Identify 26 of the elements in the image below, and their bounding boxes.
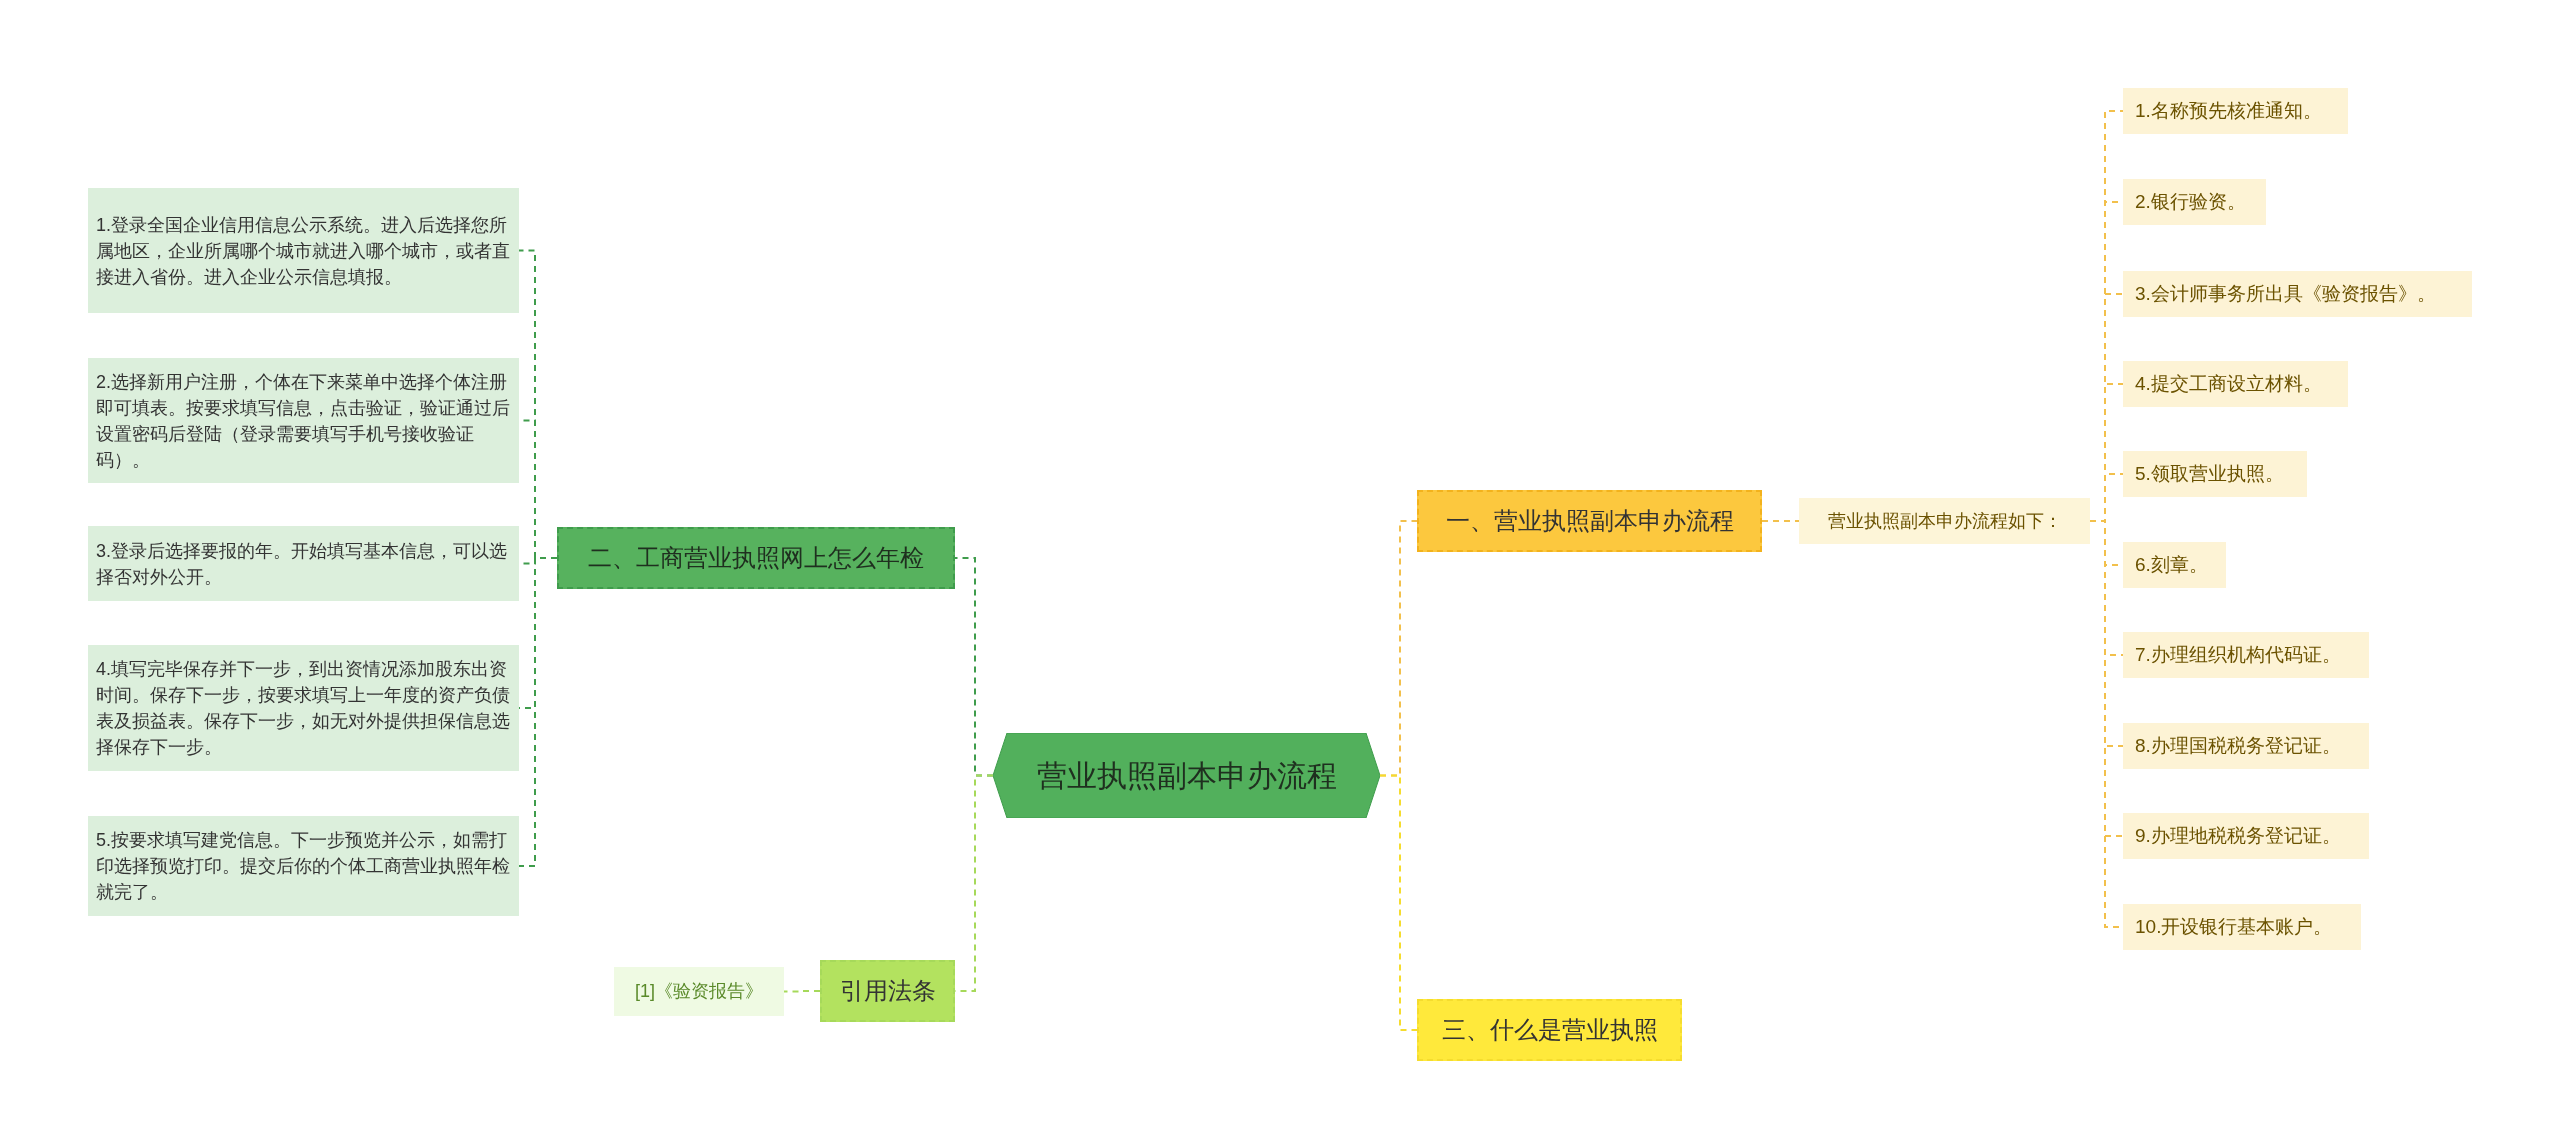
step-box: 1.登录全国企业信用信息公示系统。进入后选择您所属地区，企业所属哪个城市就进入哪个城市，或者直接进入省份。进入企业公示信息填报。 [88, 188, 519, 313]
step-box: 5.领取营业执照。 [2123, 451, 2307, 497]
subtopic-box: 营业执照副本申办流程如下： [1799, 498, 2090, 544]
step-box: 10.开设银行基本账户。 [2123, 904, 2361, 950]
step-box: 1.名称预先核准通知。 [2123, 88, 2348, 134]
step-box: 3.登录后选择要报的年。开始填写基本信息，可以选择否对外公开。 [88, 526, 519, 601]
topic-box: 三、什么是营业执照 [1417, 999, 1682, 1061]
central-topic-hexagon: 营业执照副本申办流程 [993, 733, 1380, 818]
step-box: 9.办理地税税务登记证。 [2123, 813, 2369, 859]
step-box: 4.填写完毕保存并下一步，到出资情况添加股东出资时间。保存下一步，按要求填写上一年度的资产负债表及损益表。保存下一步，如无对外提供担保信息选择保存下一步。 [88, 645, 519, 771]
topic-box: 一、营业执照副本申办流程 [1417, 490, 1762, 552]
topic-box: 引用法条 [820, 960, 955, 1022]
step-box: 2.银行验资。 [2123, 179, 2266, 225]
topic-box: 二、工商营业执照网上怎么年检 [557, 527, 955, 589]
step-box: 3.会计师事务所出具《验资报告》。 [2123, 271, 2472, 317]
step-box: 4.提交工商设立材料。 [2123, 361, 2348, 407]
step-box: 6.刻章。 [2123, 542, 2226, 588]
step-box: 5.按要求填写建党信息。下一步预览并公示，如需打印选择预览打印。提交后你的个体工商营业执照年检就完了。 [88, 816, 519, 916]
reference-box: [1]《验资报告》 [614, 967, 784, 1016]
step-box: 7.办理组织机构代码证。 [2123, 632, 2369, 678]
connector-line [783, 990, 821, 993]
connector-line [518, 557, 558, 867]
step-box: 2.选择新用户注册，个体在下来菜单中选择个体注册即可填表。按要求填写信息，点击验证，验证通过后设置密码后登陆（登录需要填写手机号接收验证码）。 [88, 358, 519, 483]
step-box: 8.办理国税税务登记证。 [2123, 723, 2369, 769]
connector-line [1761, 520, 1800, 522]
connector-line [1379, 774, 1418, 1031]
